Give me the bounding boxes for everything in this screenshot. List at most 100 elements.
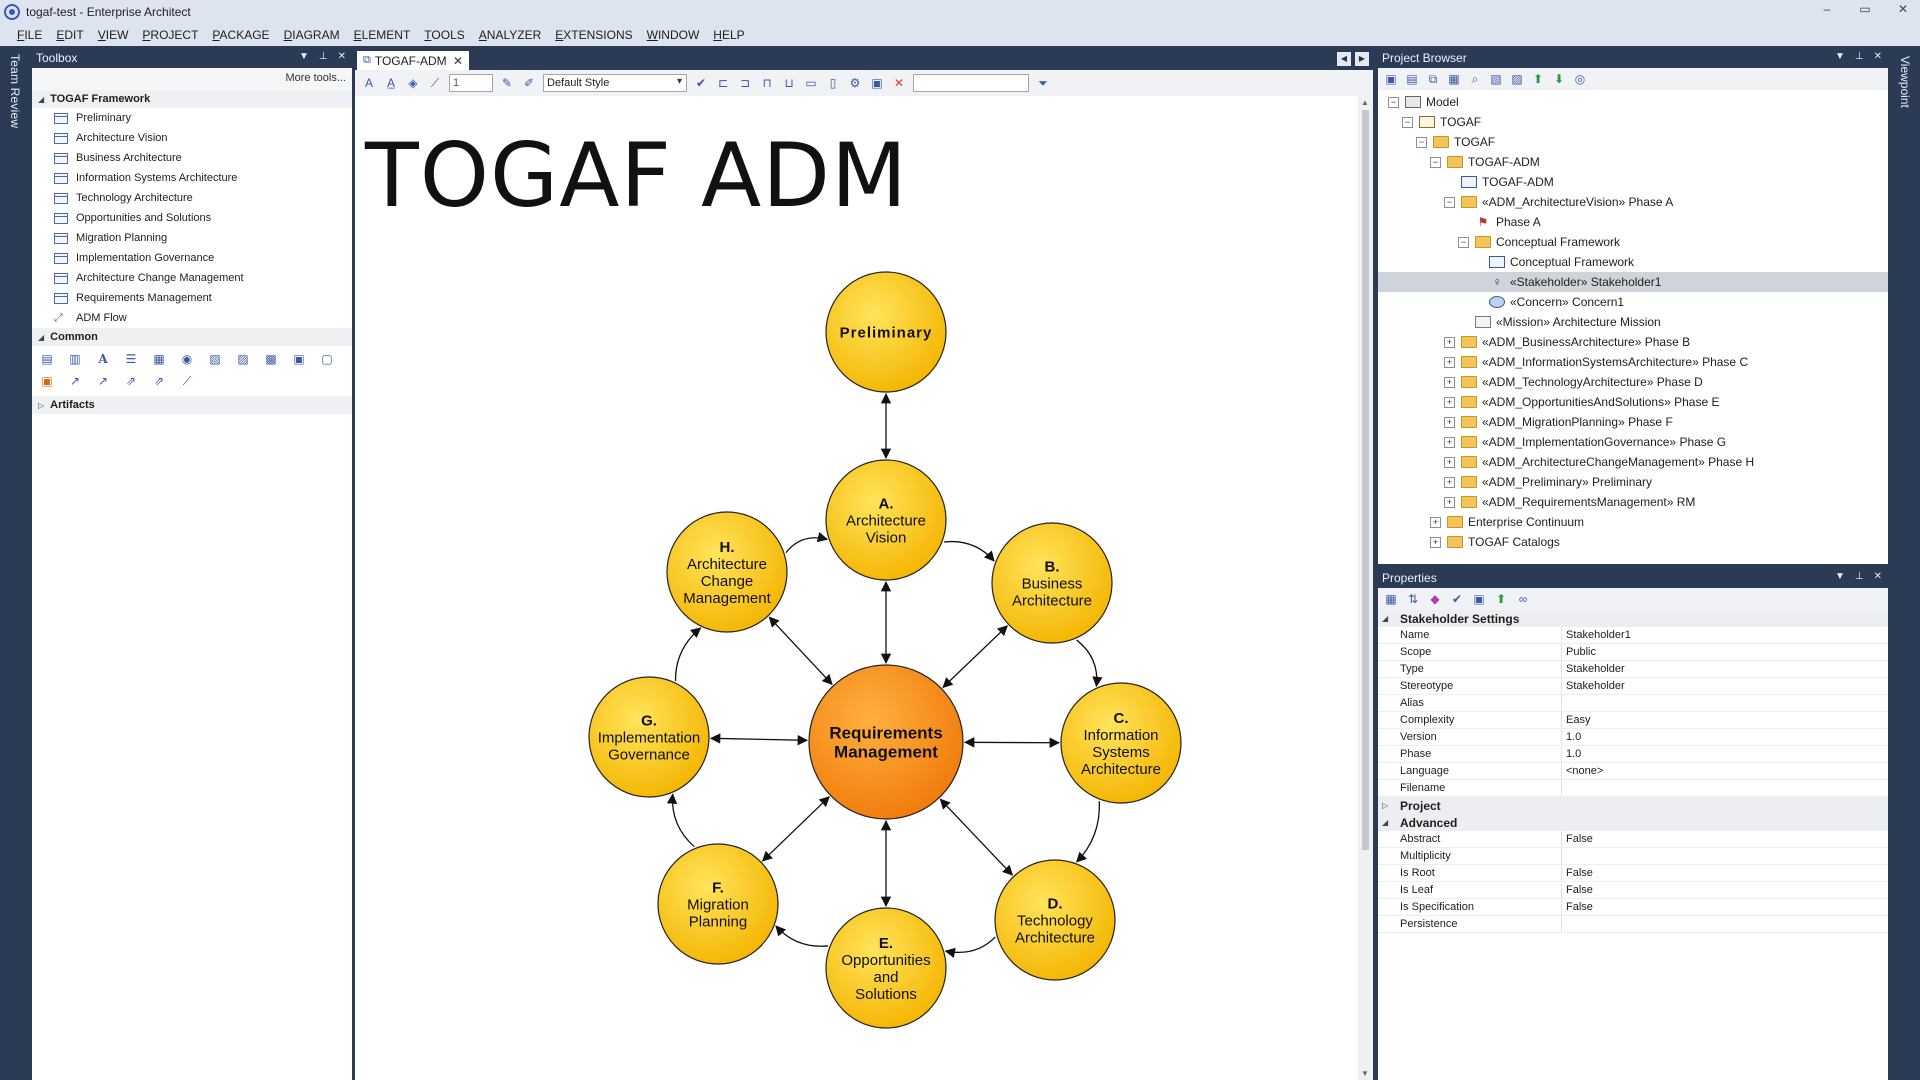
expand-node-icon[interactable]: + [1444, 496, 1455, 508]
tree-node[interactable]: +«ADM_MigrationPlanning» Phase F [1378, 412, 1888, 432]
tree-node[interactable]: +«ADM_Preliminary» Preliminary [1378, 472, 1888, 492]
tree-node[interactable]: TOGAF-ADM [1378, 172, 1888, 192]
flow-c-to-d[interactable] [1075, 801, 1100, 863]
line-color-icon[interactable]: ⟋ [430, 75, 440, 90]
note-link-icon[interactable]: ⟋ [182, 374, 192, 388]
delete-icon[interactable]: ✕ [893, 76, 905, 90]
expand-node-icon[interactable]: + [1444, 356, 1455, 368]
property-section-project[interactable]: ▷Project [1378, 797, 1888, 814]
toolbox-item-architecture-vision[interactable]: Architecture Vision [32, 128, 352, 148]
scroll-up-icon[interactable]: ▲ [1361, 98, 1369, 107]
flow-rm-g[interactable] [709, 733, 809, 746]
scroll-tabs-left-icon[interactable]: ◀ [1337, 52, 1351, 66]
format-painter-icon[interactable]: ✎ [501, 76, 513, 90]
tree-node[interactable]: −«ADM_ArchitectureVision» Phase A [1378, 192, 1888, 212]
toolbox-item-implementation-governance[interactable]: Implementation Governance [32, 248, 352, 268]
adm-node-a[interactable]: A.ArchitectureVision [825, 459, 947, 581]
tree-node[interactable]: +«ADM_TechnologyArchitecture» Phase D [1378, 372, 1888, 392]
adm-node-d[interactable]: D.TechnologyArchitecture [994, 859, 1116, 981]
menu-element[interactable]: ELEMENT [353, 28, 411, 42]
expand-node-icon[interactable]: + [1444, 436, 1455, 448]
sort-icon[interactable]: ⇅ [1407, 592, 1419, 606]
adm-node-b[interactable]: B.BusinessArchitecture [991, 522, 1113, 644]
property-value[interactable] [1562, 695, 1888, 711]
pin-icon[interactable]: ⊥ [1854, 51, 1864, 62]
close-icon[interactable]: ✕ [1873, 51, 1882, 62]
property-value[interactable]: 1.0 [1566, 748, 1582, 760]
property-section-stakeholder-settings[interactable]: ◢Stakeholder Settings [1378, 610, 1888, 627]
artifact-tool-icon[interactable]: ▧ [209, 352, 221, 366]
new-element-icon[interactable]: ▦ [1448, 72, 1460, 86]
toolbox-item-business-architecture[interactable]: Business Architecture [32, 148, 352, 168]
menu-diagram[interactable]: DIAGRAM [283, 28, 340, 42]
flow-h-to-a[interactable] [785, 532, 829, 554]
flow-d-to-e[interactable] [944, 936, 996, 958]
toolbox-section-common[interactable]: ◢ Common [32, 328, 352, 346]
tree-node[interactable]: +TOGAF Catalogs [1378, 532, 1888, 552]
close-window-button[interactable]: ✕ [1897, 2, 1909, 16]
tree-node[interactable]: +«ADM_OpportunitiesAndSolutions» Phase E [1378, 392, 1888, 412]
navigate-up-icon[interactable]: ⬆ [1495, 592, 1507, 606]
same-height-icon[interactable]: ▯ [829, 76, 837, 90]
property-value[interactable]: Stakeholder1 [1566, 629, 1631, 641]
collapse-node-icon[interactable]: − [1458, 236, 1469, 248]
property-section-advanced[interactable]: ◢Advanced [1378, 814, 1888, 831]
expand-node-icon[interactable]: + [1444, 376, 1455, 388]
tree-node[interactable]: ♀«Stakeholder» Stakeholder1 [1378, 272, 1888, 292]
align-center-icon[interactable]: ⊐ [739, 76, 751, 90]
toolbox-item-information-systems-architecture[interactable]: Information Systems Architecture [32, 168, 352, 188]
collapse-node-icon[interactable]: − [1402, 116, 1413, 128]
apply-style-icon[interactable]: ✔ [695, 76, 707, 90]
document-icon[interactable]: ▧ [1490, 72, 1502, 86]
diagram-properties-icon[interactable]: ▣ [871, 76, 883, 90]
tree-node[interactable]: «Mission» Architecture Mission [1378, 312, 1888, 332]
maximize-button[interactable]: ▭ [1859, 2, 1871, 16]
flow-rm-d[interactable] [939, 798, 1014, 876]
information-flow-icon[interactable]: ⇗ [153, 374, 165, 388]
navigation-cell-icon[interactable]: ▩ [265, 352, 277, 366]
minimize-button[interactable]: – [1823, 2, 1831, 16]
tree-node[interactable]: −Model [1378, 92, 1888, 112]
menu-analyzer[interactable]: ANALYZER [478, 28, 542, 42]
new-package-icon[interactable]: ▤ [1406, 72, 1418, 86]
toolbox-item-adm-flow[interactable]: ⤢ADM Flow [32, 308, 352, 328]
close-icon[interactable]: ✕ [1873, 571, 1882, 582]
tree-node[interactable]: +«ADM_ArchitectureChangeManagement» Phas… [1378, 452, 1888, 472]
legend-tool-icon[interactable]: ▦ [153, 352, 165, 366]
trace-tool-icon[interactable]: ↗ [97, 374, 109, 388]
package-tool-icon[interactable]: ▣ [293, 352, 305, 366]
document-tool-icon[interactable]: ▥ [69, 352, 81, 366]
new-diagram-icon[interactable]: ⧉ [1428, 71, 1438, 86]
property-value[interactable]: Stakeholder [1566, 663, 1625, 675]
menu-project[interactable]: PROJECT [142, 28, 199, 42]
menu-view[interactable]: VIEW [97, 28, 129, 42]
toolbox-item-architecture-change-management[interactable]: Architecture Change Management [32, 268, 352, 288]
adm-node-f[interactable]: F.MigrationPlanning [657, 843, 779, 965]
scroll-tabs-right-icon[interactable]: ▶ [1355, 52, 1369, 66]
property-value[interactable]: Stakeholder [1566, 680, 1625, 692]
find-icon[interactable]: ⌕ [1471, 71, 1479, 86]
menu-extensions[interactable]: EXTENSIONS [555, 28, 633, 42]
font-color-icon[interactable]: A̲ [386, 76, 395, 90]
tab-togaf-adm[interactable]: ⧉ TOGAF-ADM ✕ [357, 51, 469, 70]
adm-node-preliminary[interactable]: Preliminary [825, 271, 947, 393]
align-bottom-icon[interactable]: ⊔ [784, 76, 794, 90]
flow-f-to-g[interactable] [666, 793, 695, 848]
expand-node-icon[interactable]: + [1444, 416, 1455, 428]
toolbox-item-preliminary[interactable]: Preliminary [32, 108, 352, 128]
element-tool-icon[interactable]: ▣ [41, 374, 53, 388]
expand-node-icon[interactable]: + [1444, 456, 1455, 468]
tree-node[interactable]: −Conceptual Framework [1378, 232, 1888, 252]
expand-node-icon[interactable]: + [1430, 516, 1441, 528]
menu-window[interactable]: WINDOW [646, 28, 700, 42]
close-icon[interactable]: ✕ [337, 51, 346, 62]
flow-rm-b[interactable] [942, 625, 1008, 689]
pin-icon[interactable]: ⊥ [318, 51, 328, 62]
tree-node[interactable]: −TOGAF [1378, 132, 1888, 152]
collapse-node-icon[interactable]: − [1444, 196, 1455, 208]
tree-node[interactable]: Conceptual Framework [1378, 252, 1888, 272]
collapse-node-icon[interactable]: − [1416, 136, 1427, 148]
property-value[interactable] [1562, 916, 1888, 932]
properties-dialog-icon[interactable]: ▣ [1473, 592, 1485, 606]
